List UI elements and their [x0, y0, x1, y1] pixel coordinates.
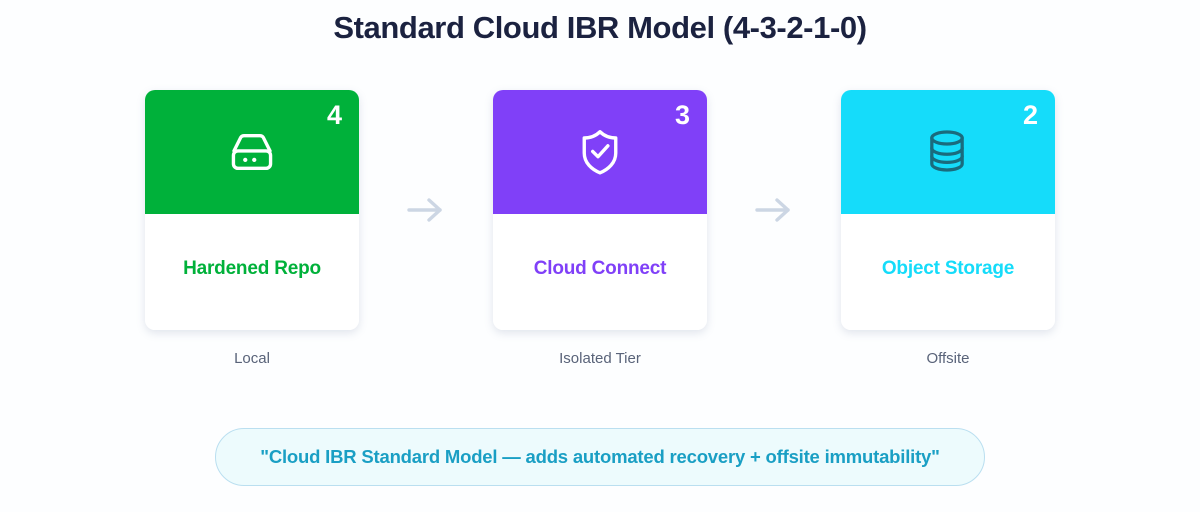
footer-banner: "Cloud IBR Standard Model — adds automat… [215, 428, 985, 486]
stage-card-body: Cloud Connect [493, 214, 707, 330]
shield-check-icon [573, 125, 627, 179]
footer-banner-text: "Cloud IBR Standard Model — adds automat… [260, 446, 940, 467]
stage-caption: Isolated Tier [559, 350, 641, 367]
stage-label: Hardened Repo [183, 258, 321, 279]
stage-card[interactable]: 2 Object Storage [841, 90, 1055, 330]
stage-card-header: 4 [145, 90, 359, 214]
stage-card-body: Object Storage [841, 214, 1055, 330]
stage-card[interactable]: 3 Cloud Connect [493, 90, 707, 330]
hard-drive-icon [225, 125, 279, 179]
stage-cloud-connect[interactable]: 3 Cloud Connect Isolated Tier [493, 90, 707, 369]
stage-card-body: Hardened Repo [145, 214, 359, 330]
footer-banner-wrap: "Cloud IBR Standard Model — adds automat… [0, 428, 1200, 486]
stage-card-header: 3 [493, 90, 707, 214]
stage-number: 4 [326, 100, 342, 130]
stage-caption: Offsite [926, 350, 970, 367]
page-title: Standard Cloud IBR Model (4-3-2-1-0) [333, 10, 867, 45]
database-icon [921, 125, 975, 179]
stage-label: Object Storage [881, 258, 1015, 279]
stage-number: 2 [1022, 100, 1038, 130]
stage-card[interactable]: 4 Hardened Repo [145, 90, 359, 330]
flow-row: 4 Hardened Repo Local [0, 90, 1200, 367]
arrow-right-icon [707, 90, 841, 330]
stage-caption: Local [234, 350, 270, 367]
arrow-right-icon [359, 90, 493, 330]
stage-card-header: 2 [841, 90, 1055, 214]
stage-hardened-repo[interactable]: 4 Hardened Repo Local [145, 90, 359, 369]
stage-label: Cloud Connect [533, 258, 667, 279]
stage-object-storage[interactable]: 2 Object Storage Offsite [841, 90, 1055, 369]
stage-number: 3 [674, 100, 690, 130]
